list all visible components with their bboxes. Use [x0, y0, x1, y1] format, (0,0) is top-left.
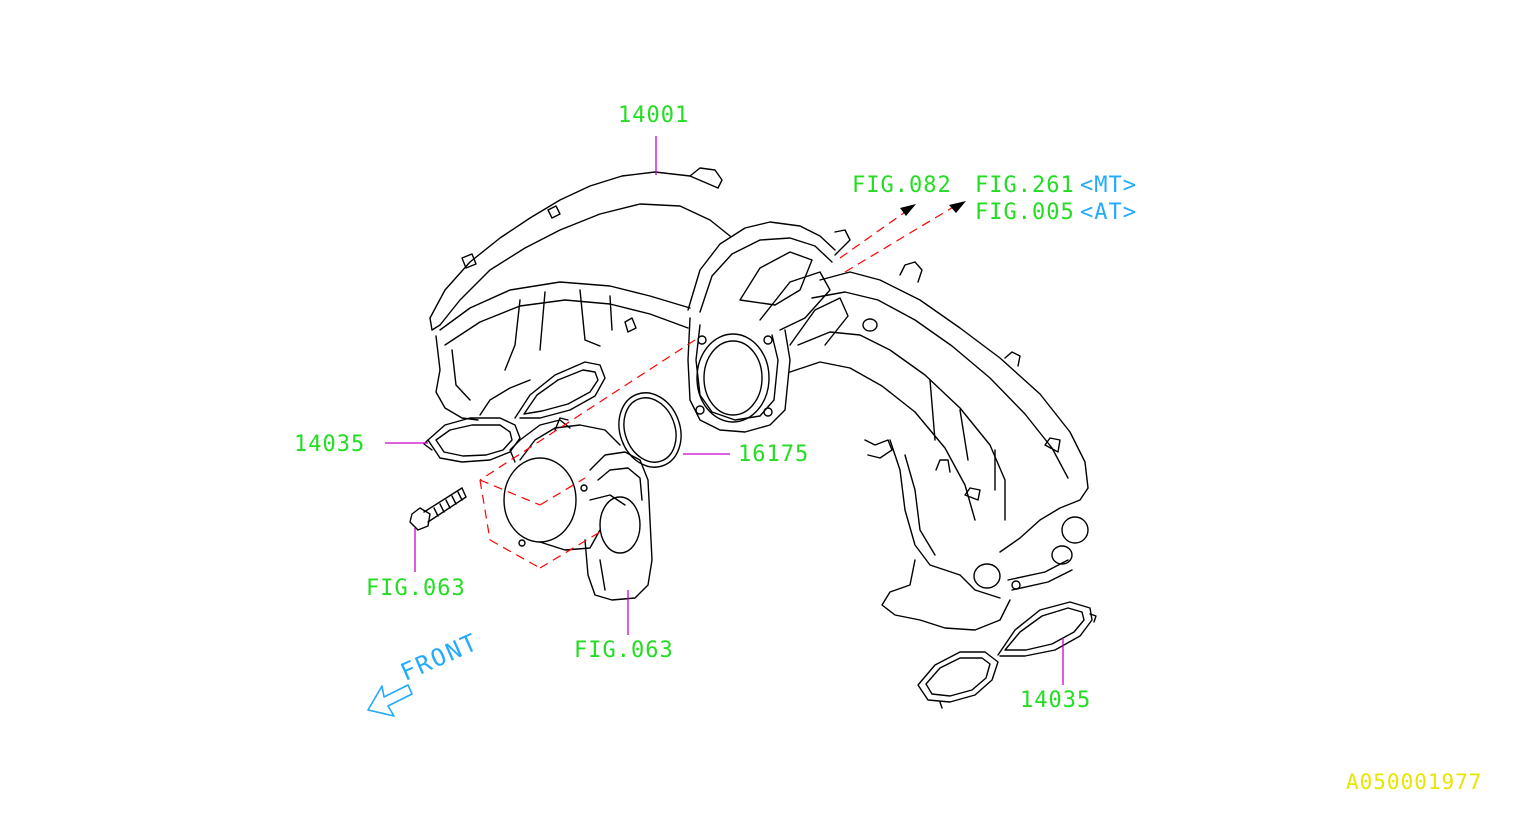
callout-manifold: 14001	[618, 103, 690, 128]
tag-at: <AT>	[1080, 200, 1137, 225]
callout-fig-261: FIG.261	[975, 173, 1075, 198]
alignment-lines	[479, 205, 956, 569]
callout-gasket-right: 14035	[1020, 688, 1092, 713]
throttle-body	[503, 417, 653, 601]
intake-manifold	[429, 167, 1089, 631]
callout-fig-082: FIG.082	[852, 173, 952, 198]
arrowhead-icon	[900, 201, 966, 216]
callout-fig-throttle: FIG.063	[574, 638, 674, 663]
callout-gasket-left: 14035	[294, 432, 366, 457]
callout-throttle-gasket: 16175	[738, 442, 810, 467]
front-arrow-icon	[367, 684, 413, 717]
tag-mt: <MT>	[1080, 173, 1137, 198]
callout-fig-005: FIG.005	[975, 200, 1075, 225]
bolt	[409, 487, 467, 531]
throttle-body-gasket	[618, 392, 682, 468]
manifold-gasket-right	[917, 601, 1097, 709]
manifold-gasket-left	[423, 361, 606, 463]
callout-fig-bolt: FIG.063	[366, 576, 466, 601]
leader-lines	[385, 136, 1064, 685]
diagram-id: A050001977	[1346, 770, 1483, 794]
